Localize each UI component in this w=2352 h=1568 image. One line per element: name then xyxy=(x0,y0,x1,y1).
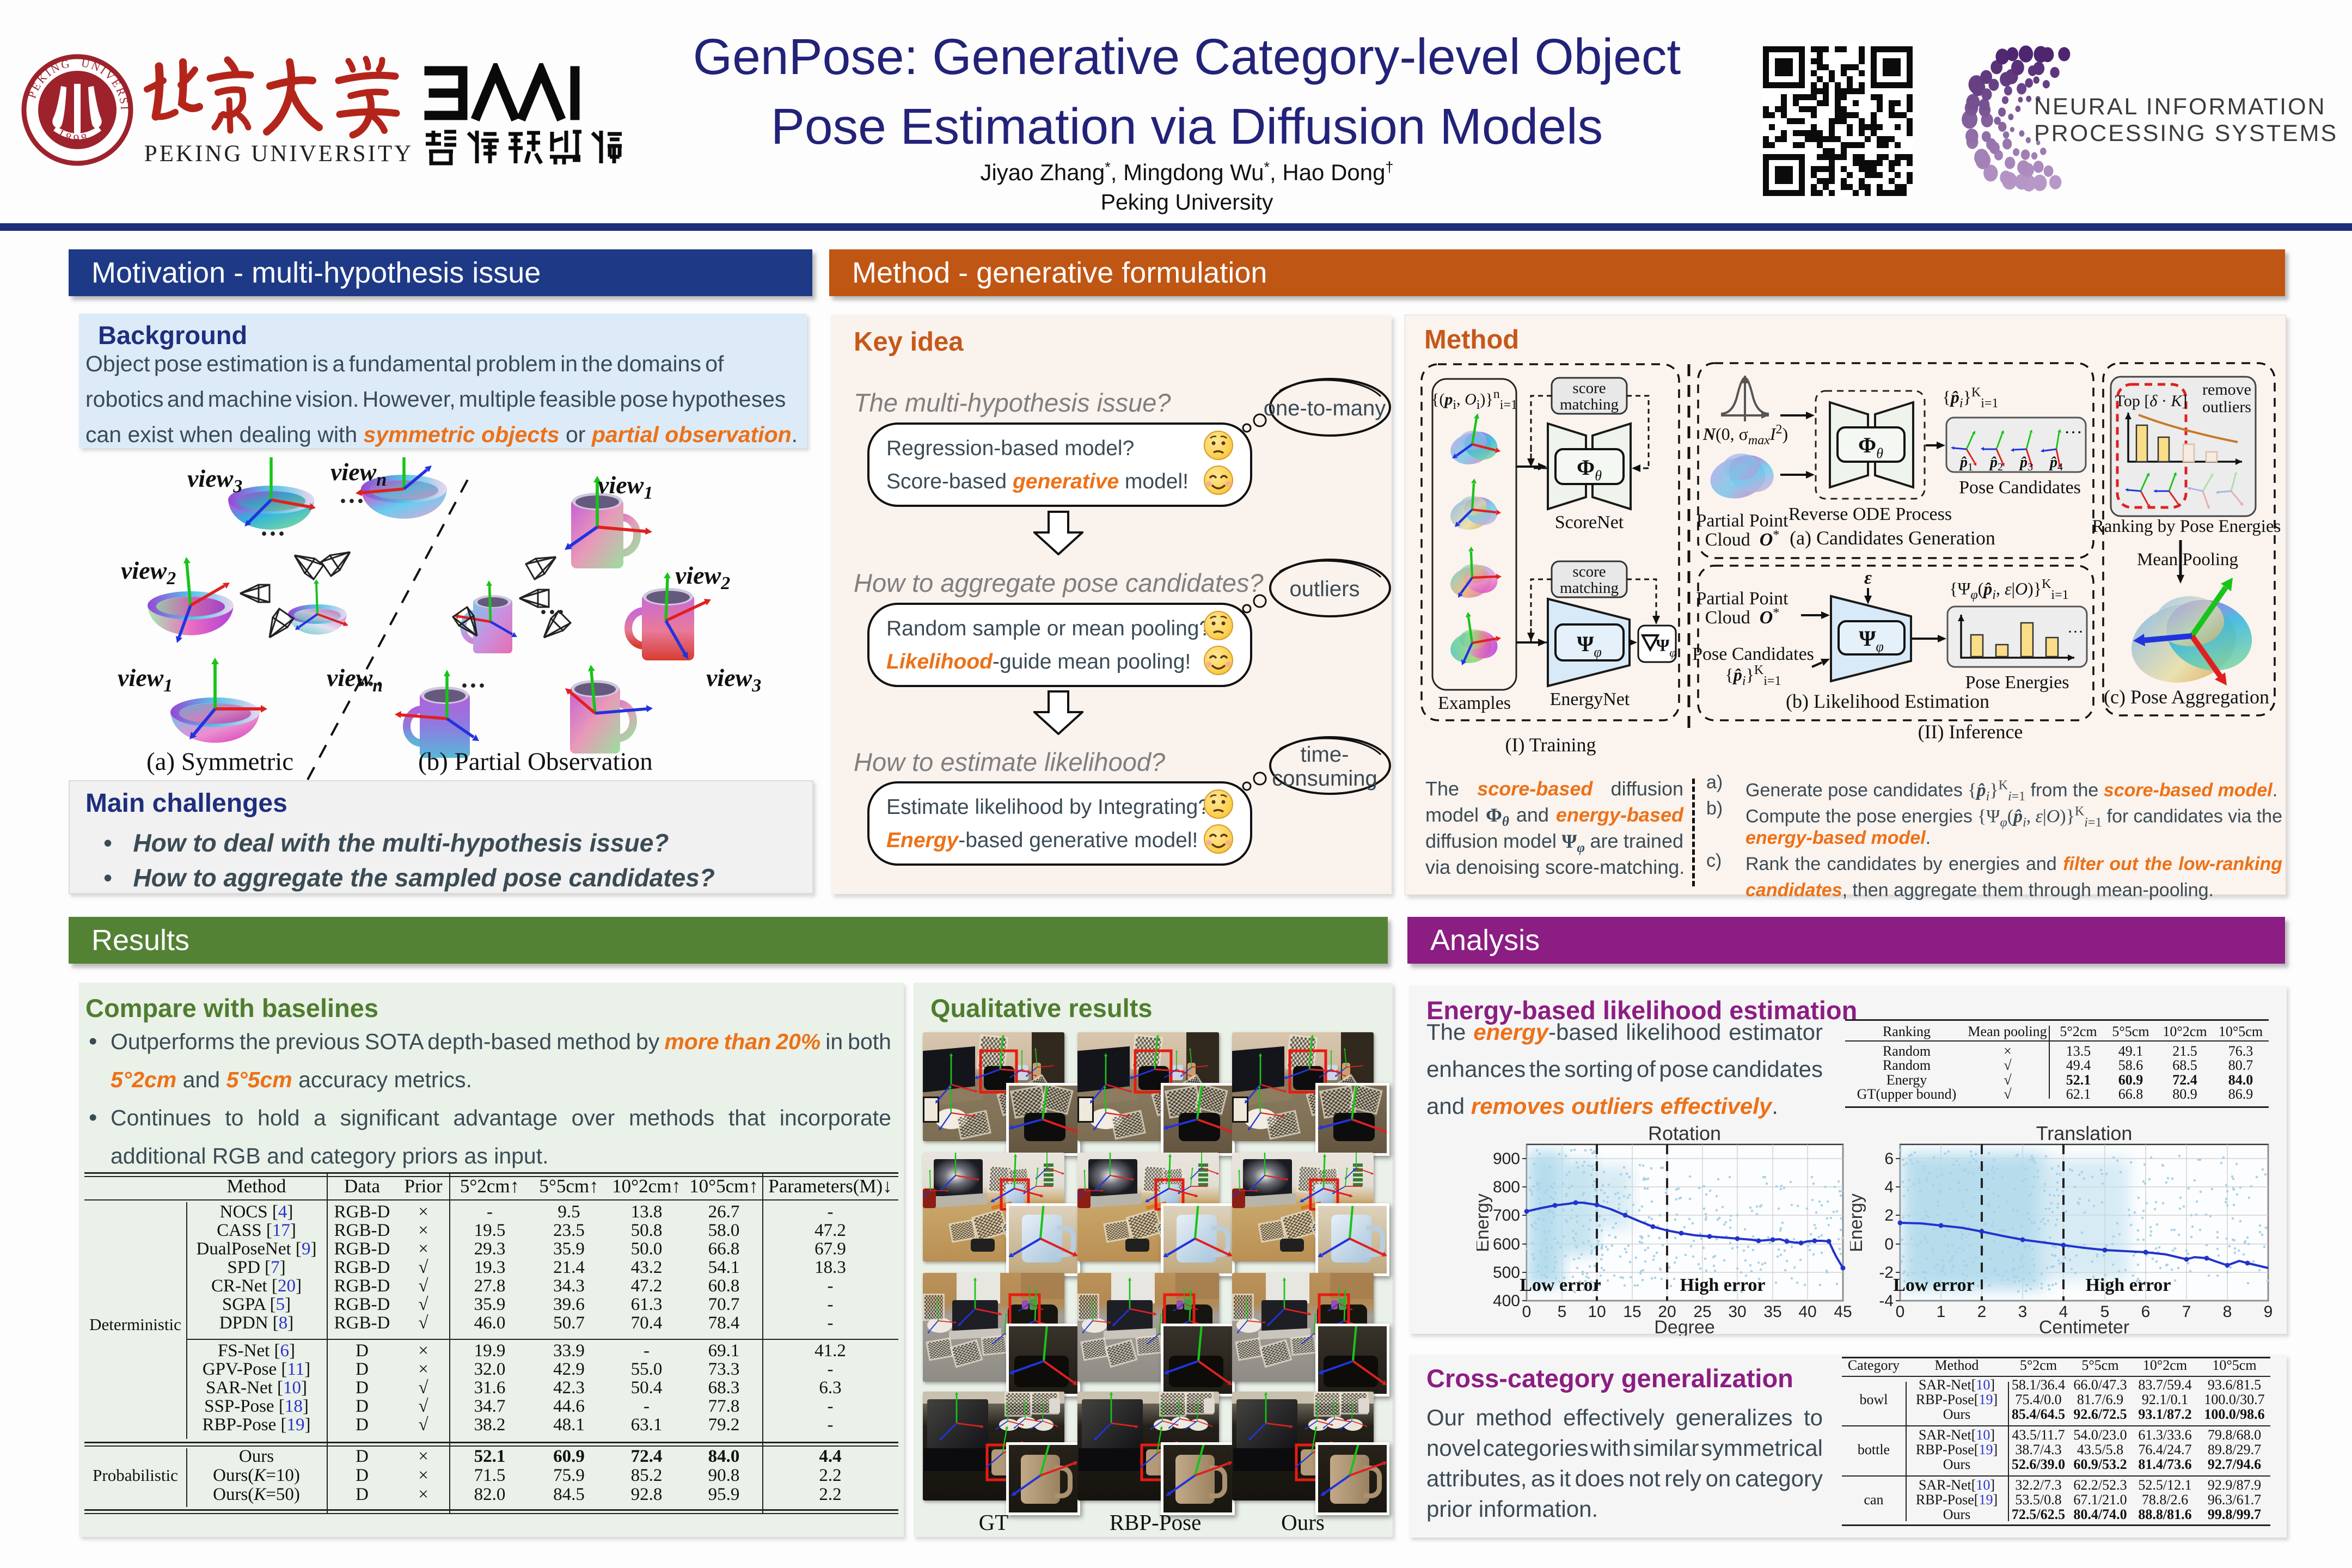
svg-text:0: 0 xyxy=(1884,1235,1894,1253)
svg-text:···: ··· xyxy=(260,519,286,548)
svg-text:ε: ε xyxy=(1864,568,1872,588)
svg-text:Mean Pooling: Mean Pooling xyxy=(2137,550,2238,569)
svg-text:2: 2 xyxy=(1884,1206,1894,1224)
svg-text:8: 8 xyxy=(2223,1303,2232,1321)
svg-text:600: 600 xyxy=(1493,1235,1520,1253)
svg-text:Cloud O*: Cloud O* xyxy=(1705,528,1780,550)
svg-text:Energy: Energy xyxy=(1477,1193,1493,1252)
svg-text:400: 400 xyxy=(1493,1292,1520,1310)
svg-text:(c) Pose Aggregation: (c) Pose Aggregation xyxy=(2104,686,2269,708)
svg-text:Centimeter: Centimeter xyxy=(2039,1317,2129,1336)
svg-text:matching: matching xyxy=(1560,396,1619,413)
svg-text:Low error: Low error xyxy=(1520,1275,1601,1295)
svg-text:···: ··· xyxy=(358,670,384,699)
svg-text:10: 10 xyxy=(1588,1303,1606,1321)
svg-text:700: 700 xyxy=(1493,1206,1520,1224)
svg-text:matching: matching xyxy=(1560,579,1619,597)
svg-text:Examples: Examples xyxy=(1438,693,1511,713)
svg-text:Translation: Translation xyxy=(2036,1123,2133,1144)
svg-text:{p̂i}Ki=1: {p̂i}Ki=1 xyxy=(1725,663,1781,688)
svg-text:(II) Inference: (II) Inference xyxy=(1918,721,2023,743)
svg-text:800: 800 xyxy=(1493,1178,1520,1196)
svg-text:{p̂i}Ki=1: {p̂i}Ki=1 xyxy=(1943,385,1999,411)
svg-text:(I) Training: (I) Training xyxy=(1505,734,1596,756)
svg-text:ScoreNet: ScoreNet xyxy=(1555,512,1624,532)
svg-text:900: 900 xyxy=(1493,1150,1520,1168)
svg-text:(b) Likelihood Estimation: (b) Likelihood Estimation xyxy=(1786,690,1989,712)
svg-text:45: 45 xyxy=(1834,1303,1852,1321)
svg-text:-2: -2 xyxy=(1879,1264,1894,1282)
svg-text:3: 3 xyxy=(2018,1303,2028,1321)
svg-text:0: 0 xyxy=(1896,1303,1905,1321)
svg-text:500: 500 xyxy=(1493,1264,1520,1282)
svg-text:Partial Point: Partial Point xyxy=(1696,511,1788,531)
svg-text:High error: High error xyxy=(1680,1275,1765,1295)
svg-text:35: 35 xyxy=(1763,1303,1781,1321)
svg-text:Low error: Low error xyxy=(1893,1275,1974,1295)
svg-text:Energy: Energy xyxy=(1850,1193,1866,1252)
svg-text:···: ··· xyxy=(460,671,486,700)
svg-text:5: 5 xyxy=(1558,1303,1567,1321)
svg-text:40: 40 xyxy=(1798,1303,1816,1321)
svg-text:15: 15 xyxy=(1623,1303,1641,1321)
svg-text:30: 30 xyxy=(1728,1303,1746,1321)
svg-text:25: 25 xyxy=(1693,1303,1711,1321)
svg-text:Partial Point: Partial Point xyxy=(1696,589,1788,609)
svg-text:Ψφ: Ψφ xyxy=(1577,632,1602,660)
svg-text:score: score xyxy=(1572,379,1606,397)
svg-text:0: 0 xyxy=(1522,1303,1532,1321)
svg-text:4: 4 xyxy=(2059,1303,2068,1321)
svg-text:Φθ: Φθ xyxy=(1577,455,1602,483)
svg-text:p̂4: p̂4 xyxy=(2049,454,2063,473)
svg-text:score: score xyxy=(1572,563,1606,580)
svg-text:Reverse ODE Process: Reverse ODE Process xyxy=(1788,504,1952,524)
svg-text:outliers: outliers xyxy=(2202,398,2251,416)
svg-text:{Ψφ(p̂i, ε|O)}Ki=1: {Ψφ(p̂i, ε|O)}Ki=1 xyxy=(1949,577,2068,602)
svg-text:6: 6 xyxy=(2141,1303,2151,1321)
svg-text:6: 6 xyxy=(1884,1150,1894,1168)
svg-text:···: ··· xyxy=(2064,422,2082,443)
svg-text:Pose Candidates: Pose Candidates xyxy=(1692,644,1814,664)
svg-text:···: ··· xyxy=(539,598,565,627)
svg-text:Ranking by Pose Energies: Ranking by Pose Energies xyxy=(2092,517,2281,536)
svg-text:20: 20 xyxy=(1658,1303,1676,1321)
svg-text:p̂2: p̂2 xyxy=(1989,454,2003,473)
svg-text:Rotation: Rotation xyxy=(1648,1123,1721,1144)
svg-text:{(pi, Oi)}ni=1: {(pi, Oi)}ni=1 xyxy=(1431,387,1517,412)
svg-text:7: 7 xyxy=(2182,1303,2191,1321)
svg-text:···: ··· xyxy=(2067,623,2084,641)
svg-text:High error: High error xyxy=(2085,1275,2171,1295)
svg-text:9: 9 xyxy=(2264,1303,2273,1321)
svg-text:(a) Candidates Generation: (a) Candidates Generation xyxy=(1790,527,1995,549)
svg-text:remove: remove xyxy=(2202,381,2251,399)
svg-text:···: ··· xyxy=(339,487,365,516)
svg-text:5: 5 xyxy=(2100,1303,2110,1321)
svg-text:Ψφ: Ψφ xyxy=(1656,635,1676,659)
svg-text:1: 1 xyxy=(1937,1303,1946,1321)
svg-text:4: 4 xyxy=(1884,1178,1894,1196)
svg-text:Degree: Degree xyxy=(1654,1317,1715,1336)
svg-text:-4: -4 xyxy=(1879,1292,1894,1310)
svg-text:2: 2 xyxy=(1977,1303,1987,1321)
svg-text:Pose Energies: Pose Energies xyxy=(1965,672,2069,693)
svg-text:Top [δ · K]: Top [δ · K] xyxy=(2115,392,2188,410)
svg-text:Cloud O*: Cloud O* xyxy=(1705,606,1780,628)
svg-text:p̂1: p̂1 xyxy=(1959,454,1973,473)
svg-text:N(0, σmaxI2): N(0, σmaxI2) xyxy=(1702,422,1788,448)
svg-text:Pose Candidates: Pose Candidates xyxy=(1959,477,2081,498)
svg-text:Ψφ: Ψφ xyxy=(1859,626,1884,654)
svg-text:p̂3: p̂3 xyxy=(2019,454,2033,473)
svg-text:Φθ: Φθ xyxy=(1858,433,1883,461)
svg-text:EnergyNet: EnergyNet xyxy=(1550,689,1630,709)
